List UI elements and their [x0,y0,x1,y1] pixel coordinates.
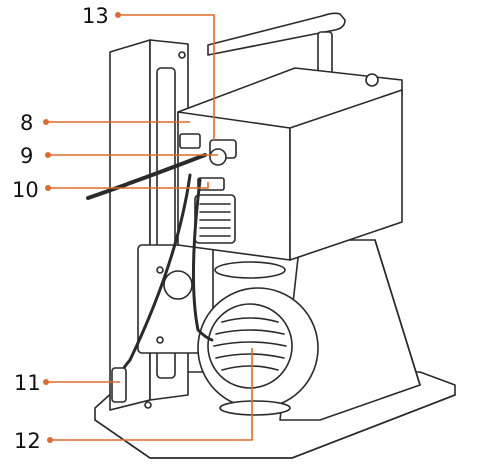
dc-jack [209,148,227,166]
leader-12 [50,348,253,441]
power-button-icon [365,73,379,87]
callout-12: 12 [14,429,41,453]
device-illustration [86,12,456,459]
bracket-screw-1 [156,266,164,274]
mount-knob [163,270,193,300]
column-front [109,39,151,411]
column-screw-top [178,51,186,59]
bracket-screw-2 [156,336,164,344]
callout-8: 8 [20,111,33,135]
leader-13 [118,14,215,140]
fan-foot [219,400,291,416]
module-side [289,89,403,261]
front-vent-slats [199,203,231,237]
cable-main [86,153,207,200]
handle-bar [207,12,346,56]
module-neck [214,261,286,279]
dot-13 [115,12,121,18]
cable-down-fan [191,178,214,342]
fan-grille [207,303,293,389]
dot-10 [45,185,51,191]
leader-dots [43,12,121,443]
dot-8 [43,119,49,125]
dot-12 [47,437,53,443]
dot-11 [43,379,49,385]
callout-13: 13 [82,4,109,28]
connector-port-8 [179,133,201,149]
base-plate-front-edge [94,394,456,459]
dot-9 [45,152,51,158]
connector-port-10 [197,177,225,191]
callout-11: 11 [14,371,41,395]
callout-9: 9 [20,144,33,168]
column-screw-bottom [144,401,152,409]
leader-lines [46,14,253,441]
callout-10: 10 [12,178,39,202]
leader-10 [48,182,209,189]
cable-plug-11 [111,367,127,403]
fan-grille-slats [213,317,287,371]
rear-support-edge [374,239,421,386]
